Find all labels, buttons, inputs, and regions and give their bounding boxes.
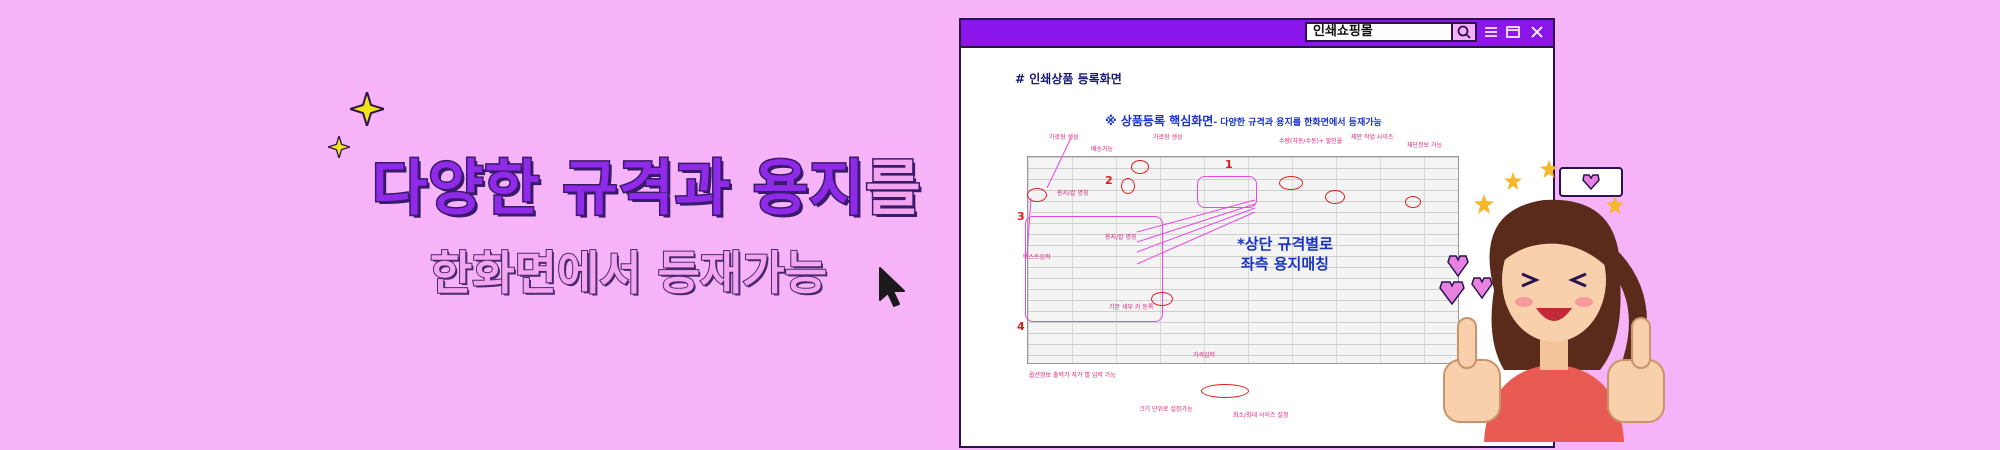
annotation-arrows [1026,137,1256,265]
headline-line1: 다양한 규격과 용지를 [370,140,932,227]
document-subtitle-main: ※ 상품등록 핵심화면 [1105,114,1214,128]
annotation: 최소/최대 사이즈 설정 [1233,412,1289,419]
highlight-circle [1405,196,1421,208]
callout-line2: 좌측 용지매칭 [1240,255,1329,273]
headline: 다양한 규격과 용지를 한화면에서 등재가능 [370,140,932,303]
step-number: 1 [1225,158,1233,171]
step-number: 3 [1017,210,1025,223]
headline-line1-main: 다양한 규격과 용지 [370,153,866,226]
search-icon [1457,25,1471,39]
heart-speech-bubble-icon [1559,167,1623,197]
annotation: 옵션정보 출력가 자가 별 입력 가능 [1029,372,1116,379]
annotation: 재단정보 가능 [1407,142,1443,149]
annotation: 가격입력 [1193,352,1216,359]
pixel-heart-icon [1471,277,1493,300]
search-input[interactable]: 인쇄쇼핑몰 [1305,22,1453,42]
step-number: 4 [1017,320,1025,333]
callout-text: *상단 규격별로 좌측 용지매칭 [1237,234,1333,274]
highlight-box [1025,216,1163,322]
mouse-cursor-icon [879,267,905,307]
sparkle-icon [328,136,350,158]
highlight-circle [1027,188,1047,202]
highlight-circle [1201,384,1249,398]
highlight-circle [1151,292,1173,306]
annotation: 용지/칼 명칭 [1105,234,1137,241]
annotation: 기본 세부 카 등록 [1109,304,1154,311]
star-icon [1606,196,1624,214]
highlight-circle [1279,176,1303,190]
product-registration-form [1027,156,1459,364]
thumbs-up-girl-illustration [1443,199,1665,442]
search-button[interactable] [1451,22,1477,42]
callout-line1: *상단 규격별로 [1237,235,1333,253]
annotation: 배송가능 [1091,146,1114,153]
menu-icon[interactable] [1483,24,1499,40]
annotation: 제안 작업 사이즈 [1351,134,1394,141]
annotation: 텍스트입력 [1023,254,1051,261]
highlight-circle [1131,160,1149,174]
maximize-icon[interactable] [1505,24,1521,40]
window-titlebar: 인쇄쇼핑몰 [961,20,1553,48]
sparkle-icon [350,92,384,126]
browser-window: 인쇄쇼핑몰 # 인쇄상품 등록화면 ※ 상품등록 핵심화면- 다양한 규격과 용… [959,18,1555,448]
document-title: # 인쇄상품 등록화면 [1015,72,1122,86]
close-icon[interactable] [1529,24,1545,40]
headline-line1-suffix: 를 [864,153,922,226]
pixel-heart-icon [1439,255,1469,306]
document-subtitle: ※ 상품등록 핵심화면- 다양한 규격과 용지를 한화면에서 등재가능 [1105,112,1382,129]
star-icon [1474,194,1494,214]
highlight-circle [1121,178,1135,194]
document-subtitle-rest: - 다양한 규격과 용지를 한화면에서 등재가능 [1213,118,1382,128]
annotation: 수량(자동/수동)+ 할인율 [1279,138,1343,145]
star-icon [1540,160,1558,178]
annotation: 용지/칼 명칭 [1057,190,1089,197]
annotation: 가로형 생성 [1153,134,1183,141]
step-number: 2 [1105,174,1113,187]
star-icon [1504,172,1522,190]
annotation: 크기 단위로 설정가능 [1139,406,1193,413]
annotation: 가로형 생성 [1049,134,1079,141]
headline-line2: 한화면에서 등재가능 [429,245,828,301]
highlight-circle [1325,190,1345,204]
